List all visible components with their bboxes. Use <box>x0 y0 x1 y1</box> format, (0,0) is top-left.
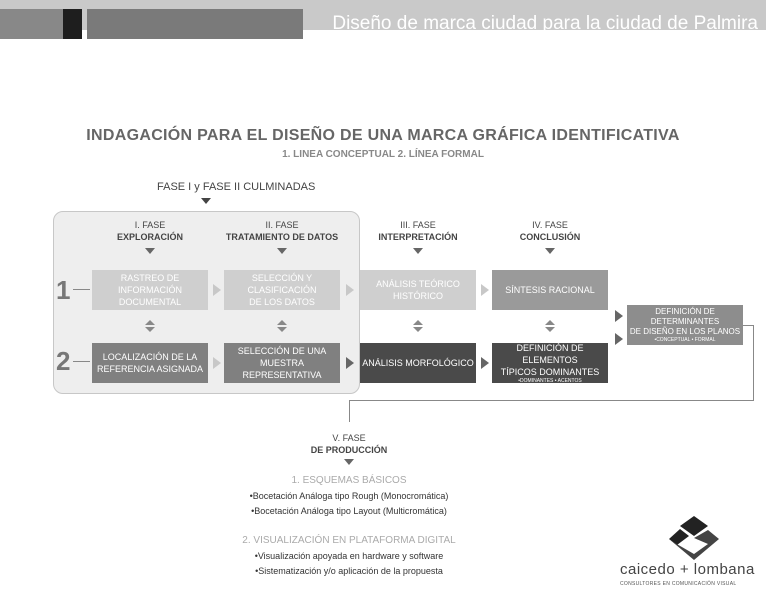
step-seleccion-clasificacion: SELECCIÓN Y CLASIFICACIÓN DE LOS DATOS <box>224 270 340 310</box>
connector <box>753 325 754 401</box>
header-title: Diseño de marca ciudad para la ciudad de… <box>332 13 758 34</box>
step-line1: LOCALIZACIÓN DE LA <box>102 352 198 362</box>
company-logo-icon <box>669 516 719 560</box>
arrow-right-icon <box>346 357 354 369</box>
connector <box>73 289 90 290</box>
arrow-down-icon <box>344 459 354 465</box>
arrow-down-icon <box>201 198 211 204</box>
step-localizacion: LOCALIZACIÓN DE LA REFERENCIA ASIGNADA <box>92 343 208 383</box>
step-line1: DEFINICIÓN DE DETERMINANTES <box>650 306 720 326</box>
arrow-down-icon <box>413 248 423 254</box>
arrow-right-icon <box>213 357 221 369</box>
arrow-right-icon <box>615 333 623 345</box>
section-2-item: •Sistematización y/o aplicación de la pr… <box>255 566 443 576</box>
step-line1: SELECCIÓN DE UNA <box>237 346 327 356</box>
step-line2: HISTÓRICO <box>392 291 443 301</box>
step-analisis-teorico: ANÁLISIS TEÓRICO HISTÓRICO <box>360 270 476 310</box>
section-1-heading: 1. ESQUEMAS BÁSICOS <box>291 475 407 486</box>
section-2-heading: 2. VISUALIZACIÓN EN PLATAFORMA DIGITAL <box>242 535 456 546</box>
arrow-right-icon <box>481 284 489 296</box>
connector <box>73 361 90 362</box>
arrow-right-icon <box>213 284 221 296</box>
phase-2-name: TRATAMIENTO DE DATOS <box>225 232 339 242</box>
step-rastreo: RASTREO DE INFORMACIÓN DOCUMENTAL <box>92 270 208 310</box>
step-subitems: •CONCEPTUAL • FORMAL <box>654 336 716 343</box>
phase-4-number: IV. FASE <box>532 220 568 230</box>
phase-note: FASE I y FASE II CULMINADAS <box>157 181 316 193</box>
step-line1: SELECCIÓN Y CLASIFICACIÓN <box>247 273 317 295</box>
step-rastreo-line2: DOCUMENTAL <box>118 297 182 307</box>
phase-1-header: I. FASE EXPLORACIÓN <box>90 219 210 243</box>
phase-5-header: V. FASE DE PRODUCCIÓN <box>289 432 409 456</box>
bidirectional-arrow-icon <box>545 320 556 333</box>
connector <box>743 325 753 326</box>
step-line2: DE LOS DATOS <box>249 297 315 307</box>
step-line2: DE DISEÑO EN LOS PLANOS <box>629 326 741 336</box>
step-rastreo-line1: RASTREO DE INFORMACIÓN <box>118 273 182 295</box>
logo-tagline: CONSULTORES EN COMUNICACIÓN VISUAL <box>620 581 737 587</box>
bidirectional-arrow-icon <box>145 320 156 333</box>
section-2-item: •Visualización apoyada en hardware y sof… <box>254 551 444 561</box>
arrow-down-icon <box>277 248 287 254</box>
row-2-label: 2 <box>56 346 71 376</box>
arrow-right-icon <box>481 357 489 369</box>
step-line1: DEFINICIÓN DE ELEMENTOS <box>516 342 584 365</box>
step-line1: ANÁLISIS TEÓRICO <box>376 279 460 289</box>
phase-5-number: V. FASE <box>332 433 366 443</box>
step-line2: REFERENCIA ASIGNADA <box>96 364 204 374</box>
step-line2: TÍPICOS DOMINANTES <box>500 366 600 377</box>
arrow-down-icon <box>145 248 155 254</box>
step-line2: MUESTRA REPRESENTATIVA <box>242 358 322 380</box>
arrow-right-icon <box>346 284 354 296</box>
connector <box>349 400 350 422</box>
phase-4-header: IV. FASE CONCLUSIÓN <box>490 219 610 243</box>
phase-2-number: II. FASE <box>265 220 299 230</box>
arrow-down-icon <box>545 248 555 254</box>
connector <box>349 400 754 401</box>
step-sintesis-racional: SÍNTESIS RACIONAL <box>492 270 608 310</box>
phase-3-header: III. FASE INTERPRETACIÓN <box>358 219 478 243</box>
step-analisis-morfologico: ANÁLISIS MORFOLÓGICO <box>360 343 476 383</box>
phase-3-number: III. FASE <box>400 220 436 230</box>
phase-1-name: EXPLORACIÓN <box>116 232 183 242</box>
row-1-label: 1 <box>56 275 71 305</box>
header-block <box>0 9 63 39</box>
step-seleccion-muestra: SELECCIÓN DE UNA MUESTRA REPRESENTATIVA <box>224 343 340 383</box>
section-1-item: •Bocetación Análoga tipo Layout (Multicr… <box>251 506 447 516</box>
arrow-right-icon <box>615 310 623 322</box>
step-line1: ANÁLISIS MORFOLÓGICO <box>362 358 474 368</box>
logo-name: caicedo + lombana <box>620 561 755 578</box>
bidirectional-arrow-icon <box>413 320 424 333</box>
phase-1-number: I. FASE <box>134 220 166 230</box>
step-subitems: •DOMINANTES • ACENTOS <box>518 377 582 384</box>
header-block <box>63 9 82 39</box>
step-line1: SÍNTESIS RACIONAL <box>505 285 595 295</box>
header-bar: Diseño de marca ciudad para la ciudad de… <box>0 0 766 39</box>
diagram-subtitle: 1. LINEA CONCEPTUAL 2. LÍNEA FORMAL <box>282 149 484 160</box>
phase-4-name: CONCLUSIÓN <box>519 232 581 242</box>
phase-3-name: INTERPRETACIÓN <box>378 232 458 242</box>
phase-2-header: II. FASE TRATAMIENTO DE DATOS <box>222 219 342 243</box>
header-block <box>87 9 303 39</box>
bidirectional-arrow-icon <box>277 320 288 333</box>
section-1-item: •Bocetación Análoga tipo Rough (Monocrom… <box>249 491 449 501</box>
diagram-title: INDAGACIÓN PARA EL DISEÑO DE UNA MARCA G… <box>86 127 680 144</box>
phase-5-name: DE PRODUCCIÓN <box>310 445 388 455</box>
